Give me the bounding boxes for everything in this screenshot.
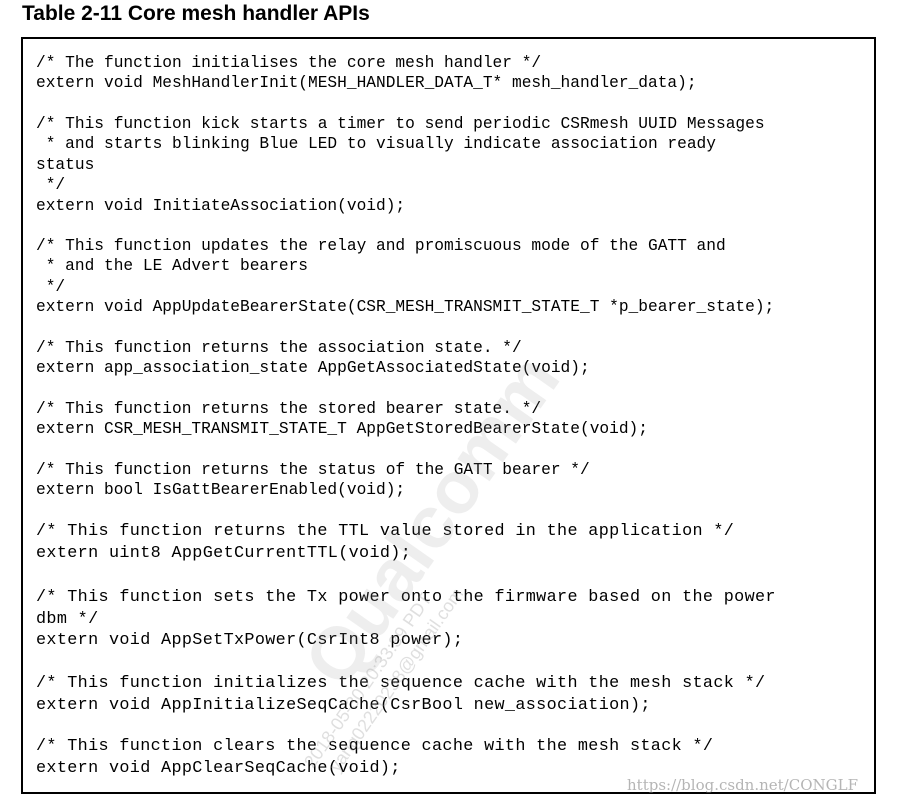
code-block-get-current-ttl: /* This function returns the TTL value s… xyxy=(36,521,734,564)
code-line: /* This function updates the relay and p… xyxy=(36,237,726,255)
code-block-is-gatt-bearer-enabled: /* This function returns the status of t… xyxy=(36,460,590,501)
code-line: extern void AppSetTxPower(CsrInt8 power)… xyxy=(36,631,464,650)
code-block-get-stored-bearer-state: /* This function returns the stored bear… xyxy=(36,399,648,440)
code-line: extern void AppClearSeqCache(void); xyxy=(36,758,401,778)
code-line: /* This function clears the sequence cac… xyxy=(36,737,714,756)
code-block-clear-seq-cache: /* This function clears the sequence cac… xyxy=(36,736,713,779)
code-line: * and the LE Advert bearers xyxy=(36,257,308,276)
code-line: dbm */ xyxy=(36,609,99,629)
code-block-set-tx-power: /* This function sets the Tx power onto … xyxy=(36,587,776,652)
code-line: /* The function initialises the core mes… xyxy=(36,54,542,72)
table-title: Table 2-11 Core mesh handler APIs xyxy=(22,2,370,25)
code-line: */ xyxy=(36,176,66,195)
code-line: /* This function returns the status of t… xyxy=(36,461,590,479)
code-block-get-associated-state: /* This function returns the association… xyxy=(36,338,590,379)
code-line: */ xyxy=(36,277,66,296)
source-url-watermark: https://blog.csdn.net/CONGLF xyxy=(627,776,858,794)
code-line: status xyxy=(36,155,95,174)
code-line: extern app_association_state AppGetAssoc… xyxy=(36,359,590,378)
code-line: /* This function initializes the sequenc… xyxy=(36,674,766,693)
code-block-update-bearer-state: /* This function updates the relay and p… xyxy=(36,236,774,318)
code-block-initiate-association: /* This function kick starts a timer to … xyxy=(36,114,765,216)
code-block-initialize-seq-cache: /* This function initializes the sequenc… xyxy=(36,673,765,716)
code-line: /* This function kick starts a timer to … xyxy=(36,115,765,133)
code-line: extern void InitiateAssociation(void); xyxy=(36,196,406,215)
code-line: extern CSR_MESH_TRANSMIT_STATE_T AppGetS… xyxy=(36,420,648,439)
code-listing-box xyxy=(21,37,876,794)
code-line: /* This function sets the Tx power onto … xyxy=(36,588,776,607)
code-line: extern void AppUpdateBearerState(CSR_MES… xyxy=(36,298,775,317)
code-line: /* This function returns the stored bear… xyxy=(36,400,542,418)
code-line: extern bool IsGattBearerEnabled(void); xyxy=(36,481,406,500)
code-block-mesh-handler-init: /* The function initialises the core mes… xyxy=(36,53,697,94)
code-line: extern void AppInitializeSeqCache(CsrBoo… xyxy=(36,695,651,715)
code-line: /* This function returns the TTL value s… xyxy=(36,522,735,541)
code-line: /* This function returns the association… xyxy=(36,339,522,357)
code-line: * and starts blinking Blue LED to visual… xyxy=(36,135,716,154)
code-line: extern uint8 AppGetCurrentTTL(void); xyxy=(36,543,412,563)
code-line: extern void MeshHandlerInit(MESH_HANDLER… xyxy=(36,74,697,93)
